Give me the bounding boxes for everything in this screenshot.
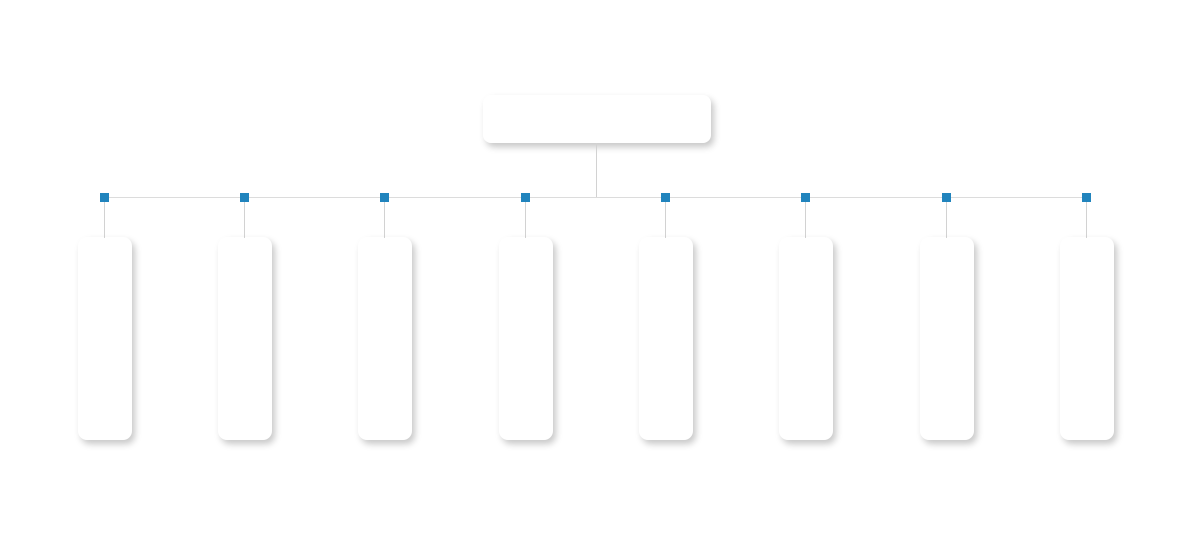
department-node[interactable]: 物流部 (1060, 237, 1114, 440)
vertical-connector-line (665, 202, 666, 238)
root-node-label: 总经理 (554, 105, 647, 132)
vertical-connector-line (104, 202, 105, 238)
connector-node-marker-icon (942, 193, 951, 202)
connector-node-marker-icon (521, 193, 530, 202)
horizontal-connector-bus (100, 197, 1090, 198)
department-node[interactable]: 销售部 (218, 237, 272, 440)
department-node[interactable]: 生产二部 (779, 237, 833, 440)
department-node[interactable]: 财务部 (358, 237, 412, 440)
department-node-label: 供应部 (91, 287, 118, 390)
connector-node-marker-icon (240, 193, 249, 202)
department-node-label: 生产一部 (652, 269, 679, 408)
vertical-connector-line (525, 202, 526, 238)
department-node-label: 销售部 (231, 287, 258, 390)
vertical-connector-line (244, 202, 245, 238)
vertical-connector-line (946, 202, 947, 238)
department-node-label: 质量部 (933, 287, 960, 390)
vertical-connector-line (384, 202, 385, 238)
connector-node-marker-icon (100, 193, 109, 202)
connector-node-marker-icon (801, 193, 810, 202)
department-node[interactable]: 综合办 (499, 237, 553, 440)
vertical-connector-line (805, 202, 806, 238)
department-node[interactable]: 生产一部 (639, 237, 693, 440)
connector-node-marker-icon (1082, 193, 1091, 202)
department-node-label: 生产二部 (792, 269, 819, 408)
connector-node-marker-icon (380, 193, 389, 202)
vertical-connector-line (1086, 202, 1087, 238)
department-node[interactable]: 质量部 (920, 237, 974, 440)
department-node-label: 物流部 (1073, 287, 1100, 390)
connector-node-marker-icon (661, 193, 670, 202)
department-node-label: 综合办 (512, 287, 539, 390)
root-node-general-manager[interactable]: 总经理 (483, 95, 711, 143)
department-node[interactable]: 供应部 (78, 237, 132, 440)
root-connector-stem (596, 143, 597, 197)
department-node-label: 财务部 (371, 287, 398, 390)
